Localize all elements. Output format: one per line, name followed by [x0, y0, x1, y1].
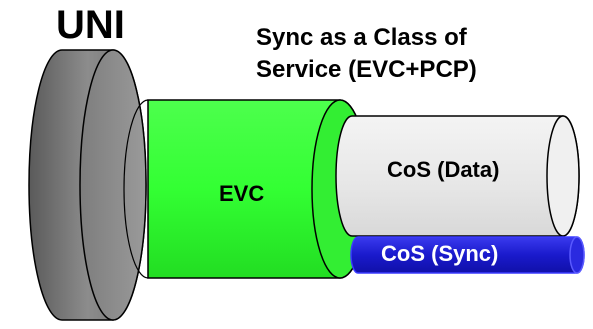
cos-data-tube-face: [546, 115, 580, 237]
cos-sync-label: CoS (Sync): [381, 241, 499, 266]
cos-sync-tube-face: [569, 236, 585, 274]
cos-data-label: CoS (Data): [387, 157, 500, 182]
uni-cylinder-face: [79, 49, 147, 321]
evc-cylinder-left-edge: [123, 99, 149, 279]
diagram-title: Sync as a Class of Service (EVC+PCP): [256, 22, 477, 86]
cos-sync-tube: [350, 236, 585, 274]
diagram-title-line-2: Service (EVC+PCP): [256, 56, 477, 83]
uni-label: UNI: [56, 3, 125, 47]
cos-data-tube: [335, 115, 580, 237]
evc-label: EVC: [219, 181, 265, 206]
diagram-title-line-1: Sync as a Class of: [256, 24, 467, 51]
uni-cylinder: [28, 49, 147, 321]
